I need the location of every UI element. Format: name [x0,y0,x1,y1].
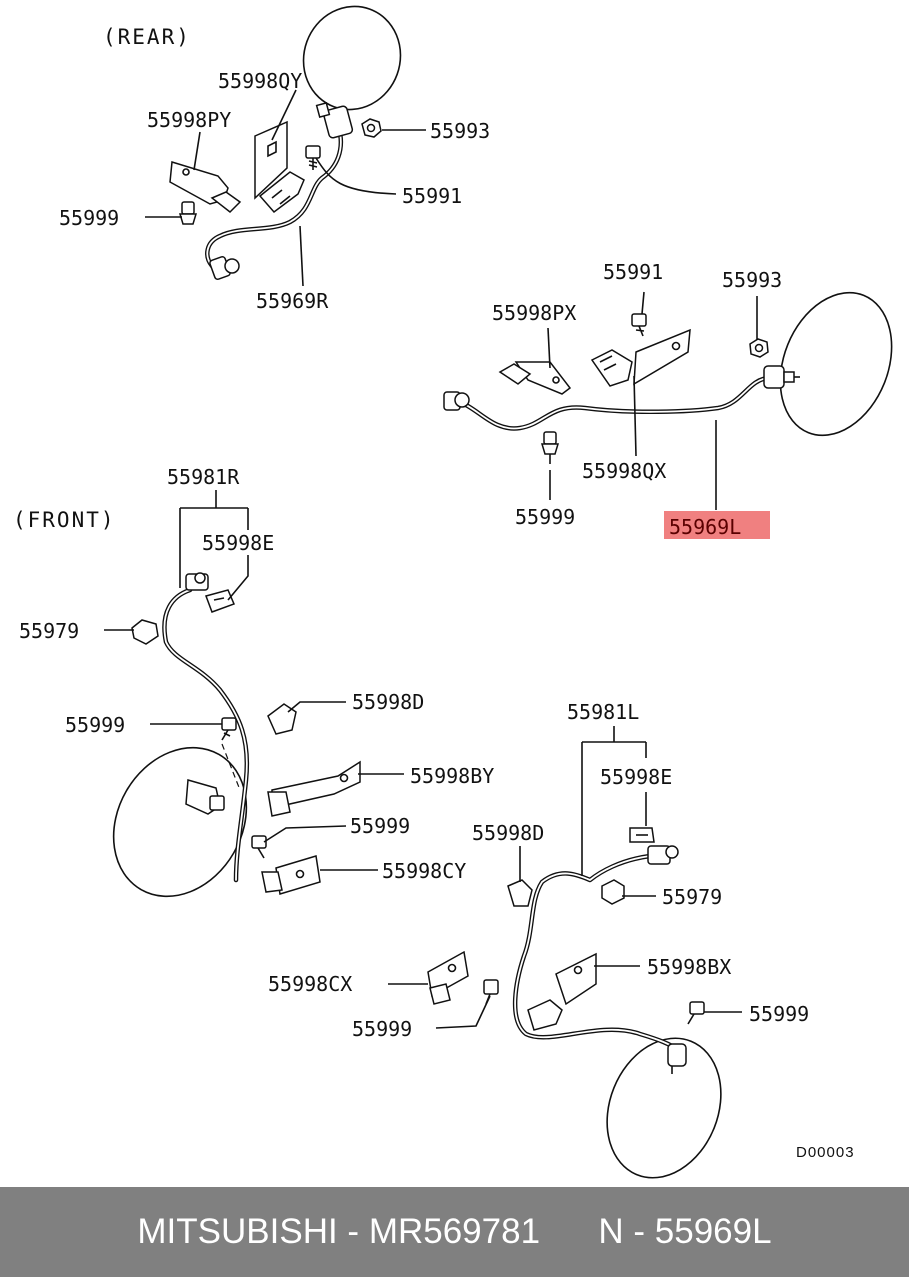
sensor-wire-55969L [457,375,771,431]
bolt-icon [687,1001,705,1025]
footer-ref: N - 55969L [598,1212,772,1251]
part-label: 55999 [352,1017,412,1041]
part-label: 55998D [352,690,424,714]
bracket-icon [590,328,691,387]
rear-left-group [443,291,893,510]
part-label: 55969R [256,289,329,313]
bracket-icon [267,760,361,817]
part-label: 55991 [603,260,663,284]
part-label: 55998PX [492,301,576,325]
part-label: 55999 [515,505,575,529]
connector-icon [443,391,470,411]
part-label: 55999 [350,814,410,838]
part-label: 55993 [430,119,490,143]
part-label: 55998PY [147,108,231,132]
part-label: 55999 [749,1002,809,1026]
part-label: 55979 [19,619,79,643]
nut-icon [749,338,769,358]
part-label: 55993 [722,268,782,292]
part-label: 55998BY [410,764,494,788]
part-label: 55998D [472,821,544,845]
clip-icon [205,589,236,613]
part-label: 55998QX [582,459,666,483]
sensor-wire-55981R [162,587,250,883]
drawing-reference: D00003 [796,1144,855,1161]
bracket-icon [261,855,321,895]
wheel-outline [302,5,402,111]
part-label: 55999 [59,206,119,230]
highlighted-part-label: 55969L [669,515,741,539]
bracket-icon [527,952,597,1031]
speed-sensor-icon [315,101,354,139]
section-label-rear: (REAR) [103,25,191,49]
wheel-outline [112,746,248,898]
grommet-icon [601,879,625,905]
part-label: 55998BX [647,955,731,979]
wheel-outline [779,291,893,437]
part-label: 55998CX [268,972,352,996]
footer-part-number: MR569781 [368,1212,541,1251]
bolt-icon [631,313,647,337]
bracket-icon [427,950,469,1005]
bracket-icon [169,161,242,213]
connector-icon [209,255,240,281]
footer-bar: MITSUBISHI - MR569781 N - 55969L [0,1187,909,1277]
bolt-icon [483,979,499,1005]
connector-icon [647,845,679,865]
highlight-box [664,511,770,539]
part-label: 55981L [567,700,639,724]
parts-diagram: (REAR) (FRONT) 55998QY 55998PY 55993 559… [13,5,893,1179]
bolt-icon [178,201,198,225]
rear-right-group [145,5,426,287]
clip-icon [507,879,533,907]
speed-sensor-icon [667,1043,687,1074]
speed-sensor-icon [763,365,800,389]
grommet-icon [131,619,159,645]
front-right-group [104,490,404,898]
part-label: 55998QY [218,69,302,93]
clip-icon [629,827,655,843]
part-label: 55998E [202,531,274,555]
speed-sensor-icon [185,779,225,815]
connector-icon [185,572,209,591]
part-label: 55981R [167,465,240,489]
bracket-icon [498,361,572,395]
footer-gap [540,1212,598,1252]
bolt-icon [251,835,267,859]
footer-brand: MITSUBISHI [137,1212,338,1251]
front-left-group [388,726,742,1179]
bolt-icon [221,717,237,741]
bolt-icon [540,431,560,464]
part-label: 55979 [662,885,722,909]
footer-separator: - [337,1212,369,1251]
nut-icon [361,118,382,138]
bracket-icon [254,120,305,214]
bolt-icon [305,145,321,170]
part-label: 55991 [402,184,462,208]
wheel-outline [606,1037,722,1179]
section-label-front: (FRONT) [13,508,116,532]
part-label: 55999 [65,713,125,737]
part-label: 55998E [600,765,672,789]
part-label: 55998CY [382,859,466,883]
